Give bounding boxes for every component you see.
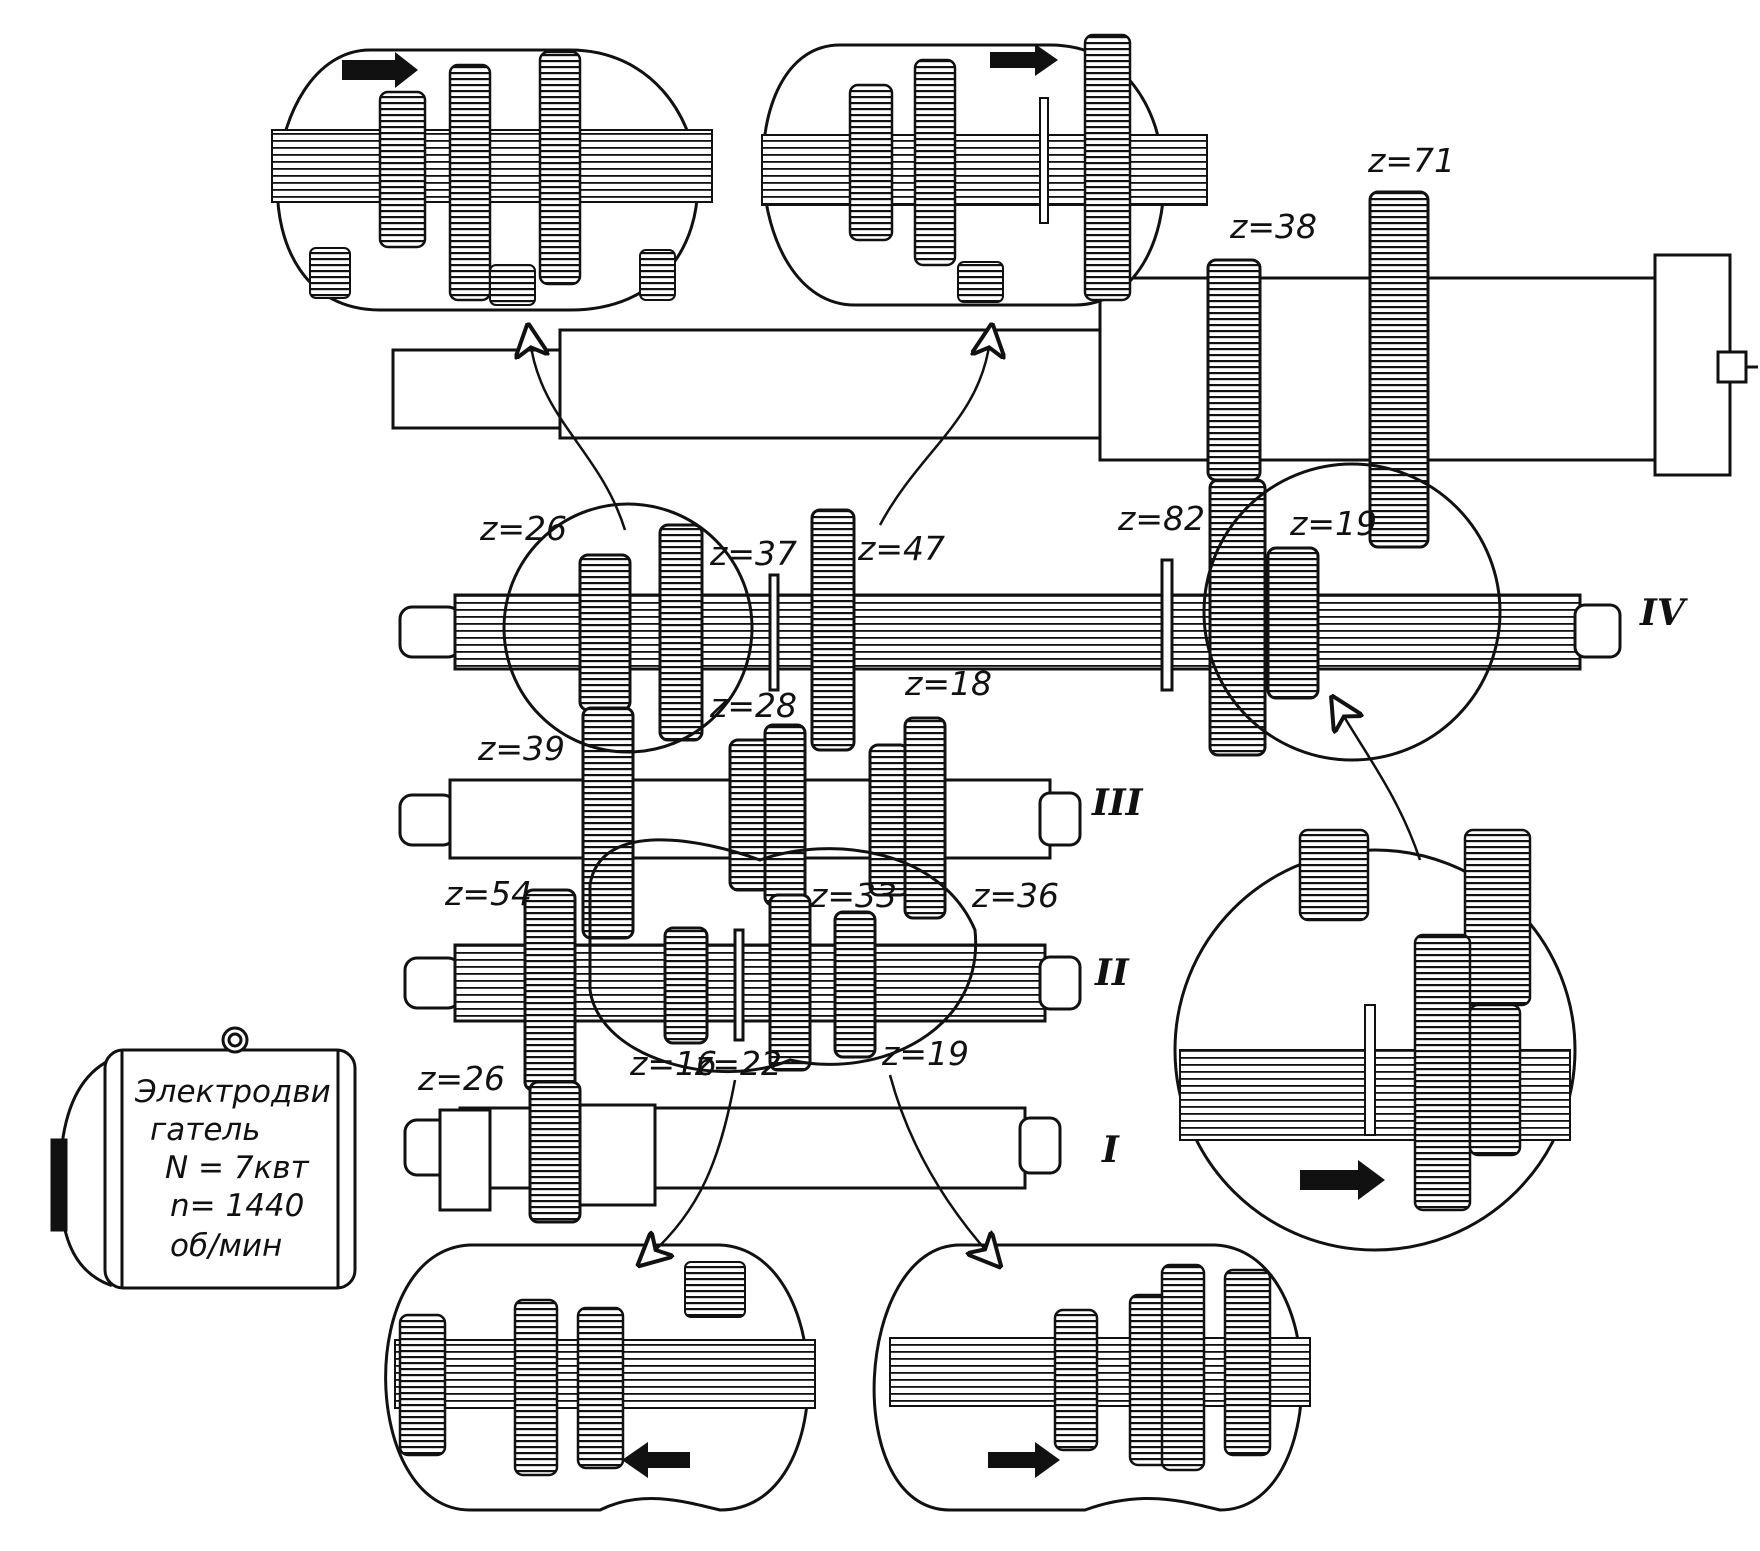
gear-z37 <box>658 523 704 742</box>
detail-callout-middle-left <box>502 502 754 754</box>
label-z19-bottom: z=19 <box>881 1034 969 1073</box>
gear-z19-shaft-II <box>833 910 877 1059</box>
motor-speed-unit: об/мин <box>170 1228 282 1264</box>
gear-z39 <box>581 706 635 940</box>
shift-arrow-left-icon <box>622 1442 690 1478</box>
detail-callout-bottom-left <box>384 1243 816 1512</box>
shaft-label-II: II <box>1094 952 1130 994</box>
label-z28: z=28 <box>709 686 797 725</box>
gear-z54 <box>523 888 577 1092</box>
gear-z19-shaft-IV <box>1266 546 1320 700</box>
label-z26-top: z=26 <box>479 509 567 548</box>
label-z16: z=16 <box>629 1044 717 1083</box>
detail-callout-right <box>1173 828 1577 1252</box>
electric-motor <box>50 1026 357 1290</box>
shaft-IV <box>398 593 1622 671</box>
label-z47: z=47 <box>857 529 945 568</box>
shift-arrow-right-icon <box>990 44 1058 76</box>
label-z39: z=39 <box>477 729 565 768</box>
motor-label-line2: гатель <box>150 1112 261 1148</box>
gear-z26-shaft-IV <box>578 553 632 712</box>
motor-label-line1: Электродви <box>134 1074 331 1110</box>
shift-arrow-right-icon <box>1300 1160 1385 1200</box>
label-z19-top: z=19 <box>1289 504 1377 543</box>
label-z37: z=37 <box>709 534 797 573</box>
motor-label: Электродви гатель N = 7квт n= 1440 об/ми… <box>134 1074 331 1264</box>
label-z18: z=18 <box>904 664 992 703</box>
detail-callout-top-left <box>271 48 713 312</box>
shaft-label-I: I <box>1101 1129 1120 1171</box>
shaft-label-III: III <box>1091 782 1144 824</box>
detail-callout-bottom-right <box>872 1243 1311 1512</box>
gear-z82 <box>1208 478 1267 757</box>
motor-speed: n= 1440 <box>170 1188 304 1224</box>
gear-z16 <box>663 926 709 1045</box>
label-z22: z=22 <box>694 1044 782 1083</box>
shift-arrow-right-icon <box>342 52 418 88</box>
gear-z22 <box>768 893 812 1072</box>
label-z54: z=54 <box>444 874 532 913</box>
spindle-gear-z38 <box>1206 258 1262 482</box>
gear-labels: z=26 z=37 z=47 z=38 z=71 z=82 z=19 z=28 … <box>417 141 1455 1098</box>
detail-callout-middle-right <box>1202 462 1502 762</box>
label-z33: z=33 <box>809 876 897 915</box>
detail-callout-center <box>588 838 978 1073</box>
gear-z36 <box>868 743 910 897</box>
callout-arrows <box>530 340 1422 1255</box>
detail-callout-top-right <box>761 33 1208 307</box>
gear-z26-shaft-I <box>528 1080 582 1224</box>
shift-arrow-right-icon <box>988 1442 1060 1478</box>
gear-z47 <box>810 508 856 752</box>
motor-power: N = 7квт <box>165 1150 310 1186</box>
shaft-I <box>403 1103 1062 1212</box>
shaft-label-IV: IV <box>1639 592 1688 634</box>
label-z26-bottom: z=26 <box>417 1059 505 1098</box>
label-z38: z=38 <box>1229 207 1317 246</box>
label-z82: z=82 <box>1117 499 1205 538</box>
label-z36: z=36 <box>971 876 1059 915</box>
shaft-labels: IV III II I <box>1091 592 1688 1171</box>
spindle-gear-z71 <box>1368 190 1430 549</box>
label-z71: z=71 <box>1367 141 1455 180</box>
